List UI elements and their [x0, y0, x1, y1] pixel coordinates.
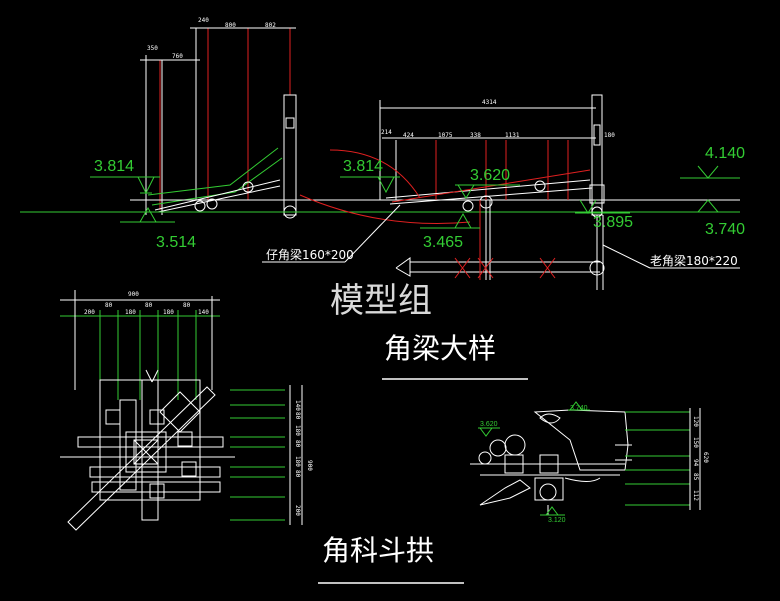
dim-center-row-4: 338: [470, 132, 481, 139]
red-arc-mid: [299, 194, 471, 224]
bracket-level-bottom: 3.120: [548, 517, 566, 524]
dim-left-top-2: 800: [225, 22, 236, 29]
title-corner-bracket: 角科斗拱: [322, 534, 434, 567]
level-left-lower: 3.514: [156, 234, 196, 251]
level-center-lower: 3.465: [423, 234, 463, 251]
center-elevation: [379, 94, 605, 290]
dim-plan-vertical-3: 180: [294, 425, 301, 436]
dim-plan-vertical-7: 200: [294, 505, 301, 516]
dim-center-row-1: 214: [381, 129, 392, 136]
title-corner-beam: 角梁大样: [384, 332, 496, 365]
plan-view: [60, 290, 235, 531]
dim-plan-vertical-1: 140: [294, 400, 301, 411]
center-level-markers: [340, 165, 740, 229]
level-mid-upper: 3.814: [343, 158, 383, 175]
dim-plan-vertical-total: 900: [306, 460, 313, 471]
dim-plan-row-7: 140: [198, 309, 209, 316]
level-center-upper: 3.620: [470, 167, 510, 184]
dim-center-row-6: 180: [604, 132, 615, 139]
red-arc-left: [329, 149, 421, 199]
dim-left-second-1: 350: [147, 45, 158, 52]
dim-bracket-vertical-2: 150: [692, 437, 699, 448]
dim-plan-vertical-4: 80: [294, 440, 301, 448]
dim-bracket-vertical-1: 120: [692, 416, 699, 427]
bracket-vertical-dims: [625, 411, 690, 506]
level-left-upper: 3.814: [94, 158, 134, 175]
dim-plan-overall: 900: [128, 291, 139, 298]
dim-plan-vertical-6: 80: [294, 470, 301, 478]
dim-center-overall: 4314: [482, 99, 497, 106]
plan-vertical-dims: [230, 389, 285, 521]
dim-bracket-vertical-total: 620: [702, 452, 709, 463]
callout-old-corner-beam: 老角梁180*220: [650, 253, 738, 268]
dim-plan-row-4: 80: [145, 302, 153, 309]
lower-framing-hatch: [454, 257, 556, 279]
bracket-section: [470, 409, 632, 515]
dim-center-row-3: 1075: [438, 132, 453, 139]
bracket-level-top: 3.740: [570, 405, 588, 412]
callout-small-corner-beam: 仔角梁160*200: [266, 247, 354, 262]
level-right-mid: 3.895: [593, 214, 633, 231]
dim-left-top-1: 240: [198, 17, 209, 24]
level-far-right-upper: 4.140: [705, 145, 745, 162]
dim-bracket-vertical-5: 112: [692, 490, 699, 501]
dim-bracket-vertical-3: 94: [692, 459, 699, 467]
dim-plan-vertical-2: 80: [294, 412, 301, 420]
dim-center-row-2: 424: [403, 132, 414, 139]
bracket-level-markers: [478, 401, 590, 516]
dim-plan-vertical-5: 180: [294, 456, 301, 467]
level-far-right-lower: 3.740: [705, 221, 745, 238]
dim-center-row-5: 1131: [505, 132, 520, 139]
dim-plan-row-6: 80: [183, 302, 191, 309]
dim-bracket-vertical-4: 85: [692, 473, 699, 481]
left-elevation: [130, 27, 300, 219]
watermark: 模型组: [330, 281, 432, 321]
left-level-markers: [90, 176, 175, 223]
dim-plan-row-2: 80: [105, 302, 113, 309]
callout-leader-old: [602, 244, 651, 269]
dim-left-second-2: 760: [172, 53, 183, 60]
dim-plan-row-3: 180: [125, 309, 136, 316]
callout-leader-small: [344, 204, 401, 263]
bracket-level-left: 3.620: [480, 421, 498, 428]
dim-left-top-3: 802: [265, 22, 276, 29]
dim-plan-row-1: 200: [84, 309, 95, 316]
dim-plan-row-5: 180: [163, 309, 174, 316]
